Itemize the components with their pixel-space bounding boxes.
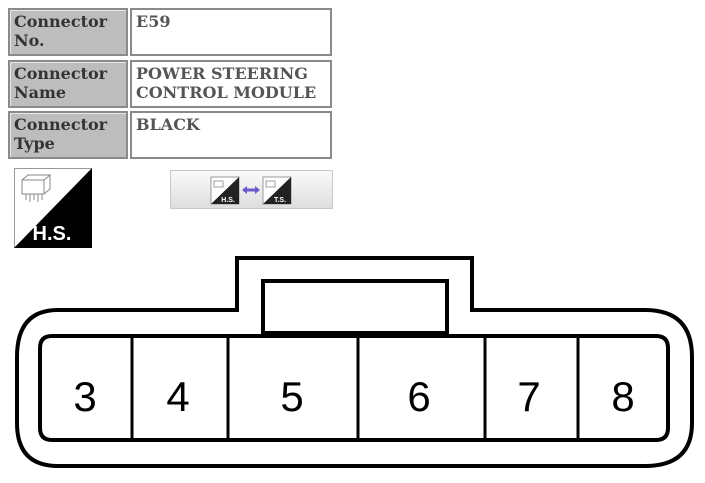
- harness-side-icon: H.S.: [14, 168, 92, 248]
- toggle-right-text: T.S.: [274, 197, 286, 204]
- connector-type-label: Connector Type: [8, 111, 128, 159]
- pin-label: 4: [166, 373, 189, 420]
- toggle-left-text: H.S.: [221, 197, 235, 204]
- pin-label: 5: [280, 373, 303, 420]
- pin-label: 8: [611, 373, 634, 420]
- pin-label: 3: [73, 373, 96, 420]
- cavity-dividers: [130, 336, 580, 440]
- connector-name-value: POWER STEERING CONTROL MODULE: [130, 60, 332, 108]
- connector-type-row: Connector Type BLACK: [8, 111, 332, 159]
- connector-no-label: Connector No.: [8, 8, 128, 56]
- connector-type-value: BLACK: [130, 111, 332, 159]
- connector-no-value: E59: [130, 8, 332, 56]
- symbol-text: H.S.: [33, 223, 72, 245]
- connector-lock: [261, 279, 449, 335]
- connector-name-label: Connector Name: [8, 60, 128, 108]
- terminal-side-mini-icon: T.S.: [262, 176, 292, 205]
- connector-face-inner: [38, 334, 670, 442]
- pin-label: 7: [517, 373, 540, 420]
- pin-label: 6: [407, 373, 430, 420]
- hs-ts-toggle-button[interactable]: H.S. T.S.: [170, 170, 333, 209]
- connector-name-row: Connector Name POWER STEERING CONTROL MO…: [8, 60, 332, 108]
- connector-no-row: Connector No. E59: [8, 8, 332, 56]
- connector-diagram: 3 4 5 6 7 8: [0, 250, 705, 478]
- harness-side-mini-icon: H.S.: [210, 176, 240, 205]
- swap-arrow-icon: [242, 186, 260, 194]
